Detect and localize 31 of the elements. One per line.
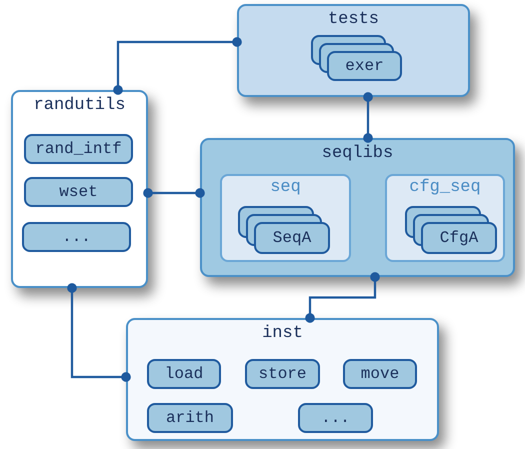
package-box: [237, 4, 470, 97]
connector-line: [113, 37, 242, 95]
package-box: [126, 318, 439, 441]
package-title: seq: [269, 178, 302, 197]
connector-line: [67, 283, 131, 382]
package-title: seqlibs: [320, 144, 394, 163]
card-stack: [311, 35, 402, 81]
module-card: rand_intf: [24, 134, 133, 164]
module-card: arith: [147, 403, 233, 433]
module-card: ...: [22, 222, 131, 252]
package-box: [200, 138, 515, 277]
package-title: randutils: [32, 96, 126, 115]
card-stack: [405, 206, 497, 254]
package-title: cfg_seq: [408, 178, 482, 197]
module-card: wset: [24, 177, 133, 207]
module-label: SeqA: [272, 229, 312, 247]
connector-line: [143, 188, 205, 198]
module-card: load: [147, 359, 221, 389]
module-card: ...: [298, 403, 373, 433]
package-box: [11, 90, 148, 288]
card-stack: [238, 206, 330, 254]
module-card: store: [245, 359, 320, 389]
connector-line: [305, 272, 380, 323]
package-title: tests: [326, 10, 380, 29]
package-title: inst: [261, 324, 304, 343]
connector-line: [363, 92, 373, 143]
module-label: CfgA: [440, 229, 478, 247]
module-label: exer: [345, 57, 384, 75]
subpackage-box: [220, 174, 351, 262]
module-card: move: [343, 359, 417, 389]
subpackage-box: [385, 174, 505, 262]
